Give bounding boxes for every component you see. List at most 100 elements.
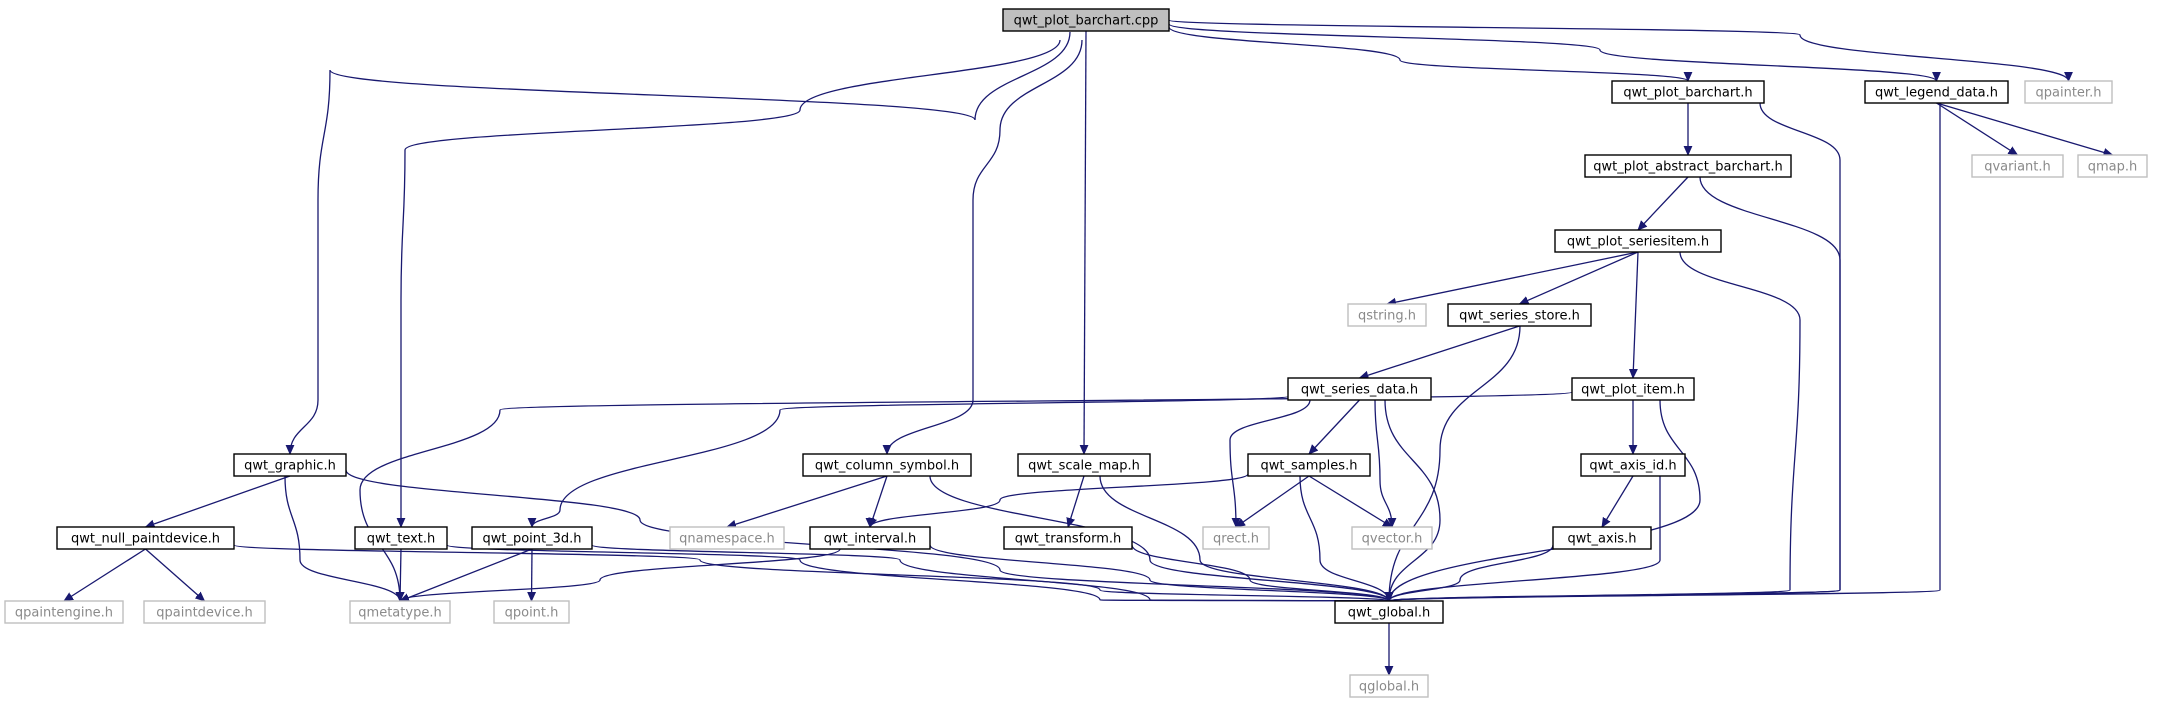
node-seriesitem[interactable]: qwt_plot_seriesitem.h [1554, 229, 1722, 253]
node-box [1347, 303, 1427, 327]
node-box [1971, 154, 2064, 178]
node-box [1349, 674, 1429, 698]
node-label: qwt_point_3d.h [482, 532, 581, 547]
edge-root-to-qpainter [1168, 19, 2069, 81]
node-label: qmetatype.h [358, 606, 441, 621]
edge-nullpd-to-qpaintengine [64, 548, 146, 602]
edge-scalemap-to-global [1099, 475, 1389, 601]
node-legend[interactable]: qwt_legend_data.h [1864, 80, 2009, 104]
edge-root-to-text [401, 39, 1061, 527]
node-label: qwt_series_data.h [1301, 383, 1418, 398]
node-axis[interactable]: qwt_axis.h [1552, 526, 1652, 550]
node-box [1351, 526, 1433, 550]
node-store[interactable]: qwt_series_store.h [1447, 303, 1592, 327]
node-label: qwt_plot_item.h [1581, 383, 1685, 398]
edge-graphic-to-nullpd [146, 475, 291, 527]
node-box [1017, 453, 1151, 477]
edge-plotitem-to-global [1389, 399, 1701, 601]
node-label: qwt_text.h [367, 532, 436, 547]
node-axisid[interactable]: qwt_axis_id.h [1580, 453, 1686, 477]
node-label: qwt_legend_data.h [1875, 86, 1998, 101]
edge-seriesdata-to-qvector [1374, 399, 1392, 527]
edge-root-to-colsym [887, 39, 1083, 454]
node-label: qnamespace.h [679, 532, 775, 547]
node-interval[interactable]: qwt_interval.h [809, 526, 931, 550]
node-barchart-h[interactable]: qwt_plot_barchart.h [1611, 80, 1765, 104]
node-box [1554, 229, 1722, 253]
node-scalemap[interactable]: qwt_scale_map.h [1017, 453, 1151, 477]
edge-axis-to-global [1389, 544, 1554, 601]
node-label: qwt_interval.h [824, 532, 916, 547]
edge-store-to-global [1389, 325, 1521, 601]
edge-samples-to-interval [870, 473, 1249, 527]
edge-root-to-scalemap [1084, 30, 1086, 454]
node-global[interactable]: qwt_global.h [1334, 600, 1444, 624]
node-qrect: qrect.h [1202, 526, 1270, 550]
edge-nullpd-to-qpaintdevice [145, 548, 205, 601]
node-box [2024, 80, 2113, 104]
node-box [1552, 526, 1652, 550]
edge-legend-to-qmap [1936, 102, 2113, 155]
node-box [349, 600, 451, 624]
edge-seriesdata-to-qrect [1229, 399, 1311, 527]
node-label: qwt_plot_abstract_barchart.h [1593, 160, 1782, 175]
node-qvariant: qvariant.h [1971, 154, 2064, 178]
node-colsym[interactable]: qwt_column_symbol.h [802, 453, 972, 477]
node-nullpd[interactable]: qwt_null_paintdevice.h [56, 526, 235, 550]
node-transform[interactable]: qwt_transform.h [1003, 526, 1133, 550]
node-samples[interactable]: qwt_samples.h [1247, 453, 1371, 477]
node-text[interactable]: qwt_text.h [354, 526, 448, 550]
edge-interval-to-global [929, 544, 1389, 601]
node-label: qwt_plot_barchart.h [1623, 86, 1752, 101]
edge-samples-to-qrect [1236, 475, 1310, 527]
edge-seriesitem-to-qstring [1387, 251, 1639, 304]
edge-store-to-seriesdata [1360, 325, 1520, 378]
node-box [1247, 453, 1371, 477]
node-box [1003, 526, 1133, 550]
edge-seriesdata-to-samples [1309, 399, 1360, 454]
node-label: qmap.h [2088, 160, 2138, 175]
node-qmap: qmap.h [2077, 154, 2148, 178]
node-box [1287, 377, 1432, 401]
node-qstring: qstring.h [1347, 303, 1427, 327]
node-box [1571, 377, 1695, 401]
edge-seriesitem-to-plotitem [1633, 251, 1639, 378]
edge-abstract-to-seriesitem [1638, 176, 1689, 230]
node-box [143, 600, 266, 624]
edge-text-to-qmetatype [400, 548, 401, 601]
node-label: qpaintengine.h [15, 606, 113, 621]
edge-seriesitem-to-store [1520, 251, 1639, 305]
edge-samples-to-qvector [1308, 475, 1392, 528]
edge-colsym-to-global [929, 475, 1389, 601]
node-qpoint: qpoint.h [493, 600, 570, 624]
edge-seriesdata-to-global [1384, 399, 1441, 601]
node-label: qvector.h [1362, 532, 1423, 547]
node-point3d[interactable]: qwt_point_3d.h [471, 526, 593, 550]
node-qpaintdevice: qpaintdevice.h [143, 600, 266, 624]
node-abstract[interactable]: qwt_plot_abstract_barchart.h [1584, 154, 1792, 178]
node-graphic[interactable]: qwt_graphic.h [233, 453, 347, 477]
node-label: qwt_axis_id.h [1589, 459, 1676, 474]
node-box [493, 600, 570, 624]
node-root[interactable]: qwt_plot_barchart.cpp [1002, 8, 1170, 32]
node-box [802, 453, 972, 477]
edge-seriesdata-to-point3d [532, 395, 1291, 527]
node-box [233, 453, 347, 477]
node-label: qwt_global.h [1348, 606, 1431, 621]
node-label: qpoint.h [505, 606, 559, 621]
node-label: qrect.h [1213, 532, 1259, 547]
edge-samples-to-global [1299, 475, 1389, 601]
node-qglobal: qglobal.h [1349, 674, 1429, 698]
node-plotitem[interactable]: qwt_plot_item.h [1571, 377, 1695, 401]
node-seriesdata[interactable]: qwt_series_data.h [1287, 377, 1432, 401]
edge-root-to-legend [1168, 23, 1937, 81]
node-label: qwt_null_paintdevice.h [71, 532, 220, 547]
node-label: qwt_graphic.h [244, 459, 336, 474]
node-qnamespace: qnamespace.h [669, 526, 785, 550]
edge-nullpd-to-global [233, 544, 1389, 601]
node-label: qwt_series_store.h [1459, 309, 1580, 324]
edge-legend-to-qvariant [1936, 102, 2018, 156]
edge-axisid-to-axis [1601, 475, 1634, 527]
node-box [1202, 526, 1270, 550]
